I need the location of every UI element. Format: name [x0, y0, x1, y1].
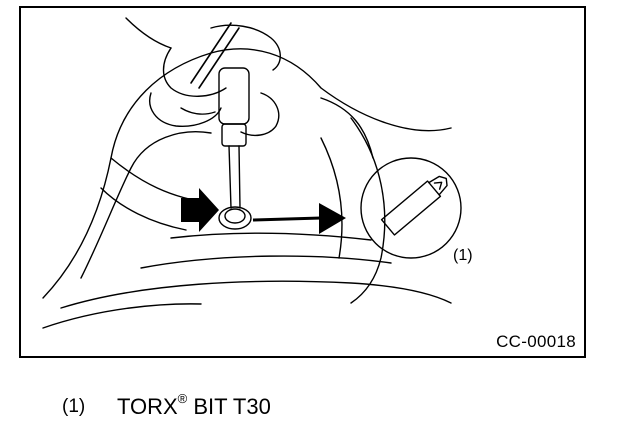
- registered-mark: ®: [177, 391, 188, 406]
- magnify-arrow-line: [252, 216, 322, 222]
- hand-finger-2: [149, 92, 222, 127]
- screwdriver-blade-right: [238, 145, 241, 209]
- seat-cushion-left: [80, 131, 212, 279]
- screwdriver-blade-left: [228, 145, 232, 209]
- legend-item-main: TORX: [116, 394, 178, 420]
- hand-knuckle: [180, 107, 216, 115]
- seat-back-right: [320, 97, 374, 159]
- screwdriver-handle: [218, 67, 250, 125]
- bolt-indicator-arrow: [181, 188, 219, 232]
- hand-finger-1: [162, 47, 227, 97]
- legend-item-rest: BIT T30: [187, 394, 271, 420]
- magnify-arrow-head: [319, 203, 346, 234]
- seat-edge-left: [100, 187, 187, 231]
- illustration-frame: (1) CC-00018: [19, 6, 586, 358]
- seat-bolster-right: [350, 117, 386, 304]
- seat-outline-outer: [42, 48, 452, 299]
- torx-bit-illustration: [42, 17, 462, 329]
- screwdriver-shaft-extra-2: [198, 27, 240, 89]
- bolt-head-outer: [218, 206, 252, 230]
- seat-edge-left-2: [110, 157, 212, 204]
- hand-wrist: [125, 17, 172, 49]
- figure-code: CC-00018: [496, 332, 576, 351]
- detail-bit: [380, 175, 448, 236]
- legend-item-text: TORX® BIT T30: [116, 391, 271, 420]
- hand-thumb: [240, 92, 280, 137]
- seat-corner: [42, 303, 202, 329]
- screwdriver-ferrule: [221, 123, 247, 147]
- hand-palm: [210, 24, 281, 71]
- seat-cushion-line-2: [170, 232, 372, 241]
- callout-label: (1): [453, 247, 473, 264]
- bolt-head-inner: [224, 208, 246, 224]
- seat-cushion-line-1: [140, 255, 392, 269]
- screwdriver-shaft-extra: [190, 22, 232, 84]
- seat-bolster-right-inner: [320, 137, 343, 259]
- legend: (1) TORX® BIT T30: [62, 391, 271, 420]
- detail-magnifier: [360, 157, 462, 259]
- seat-cushion-front: [60, 280, 452, 309]
- legend-item-number: (1): [62, 396, 86, 418]
